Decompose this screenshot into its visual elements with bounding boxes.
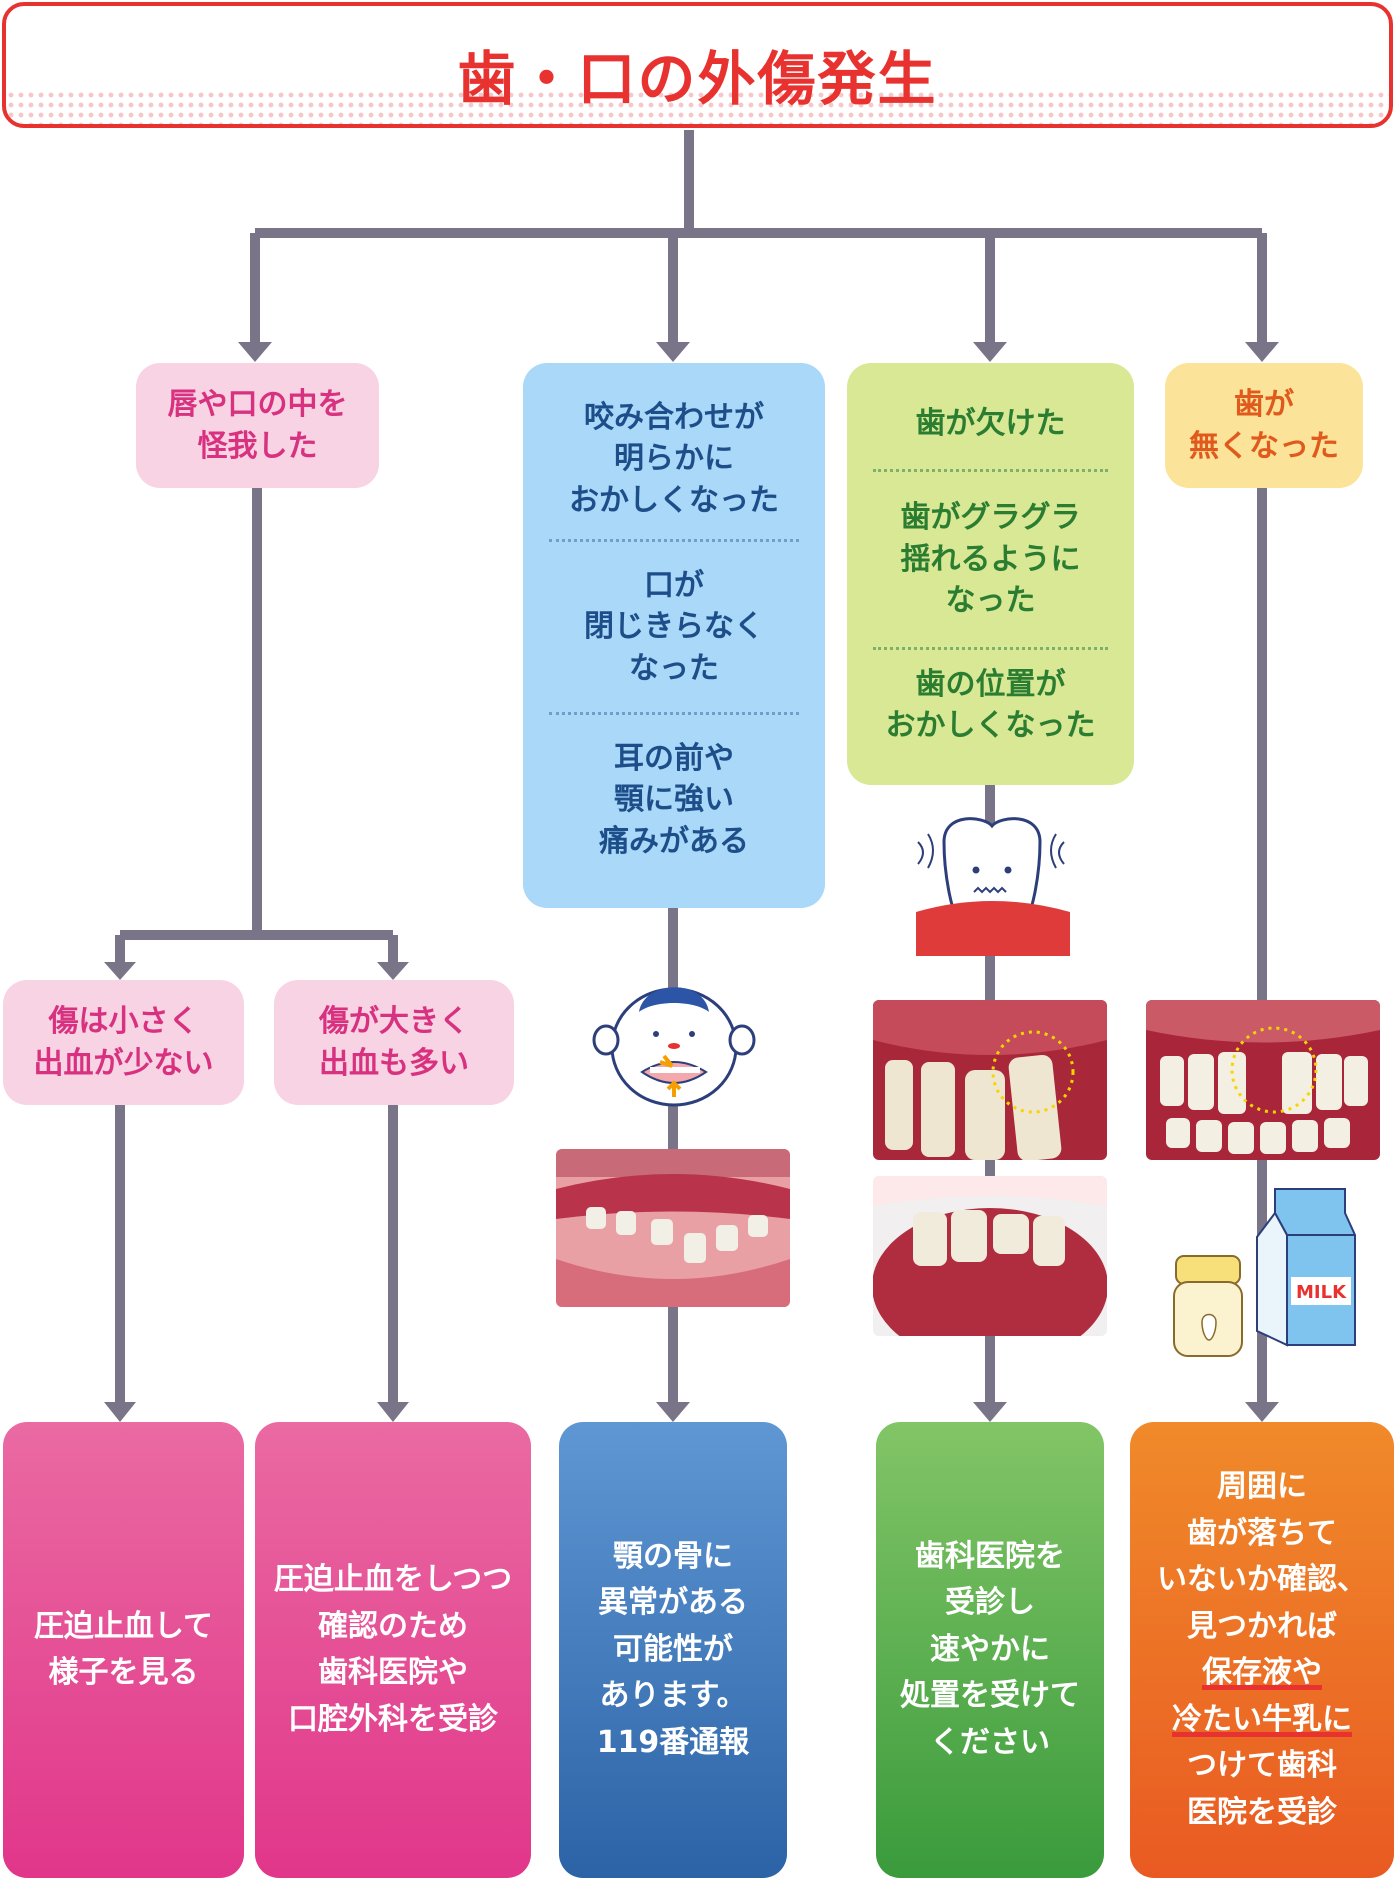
page-title: 歯・口の外傷発生 bbox=[457, 45, 938, 113]
milk-carton-icon: MILK bbox=[1256, 1188, 1356, 1347]
result-find-tooth-line: 医院を受診 bbox=[1187, 1794, 1337, 1830]
arrowhead-bite bbox=[656, 342, 690, 362]
node-lip-injury: 唇や口の中を 怪我した bbox=[136, 363, 379, 488]
result-call-119: 顎の骨に 異常がある 可能性が あります。 119番通報 bbox=[559, 1422, 787, 1878]
result-find-tooth-line: つけて歯科 bbox=[1187, 1748, 1337, 1783]
arrowhead-r5 bbox=[1245, 1402, 1279, 1422]
result-visit-clinic: 圧迫止血をしつつ 確認のため 歯科医院や 口腔外科を受診 bbox=[255, 1422, 531, 1878]
node-small-wound-label: 傷は小さく 出血が少ない bbox=[33, 1004, 214, 1081]
result-find-tooth-highlight: 冷たい牛乳に bbox=[1172, 1701, 1352, 1737]
chipped-item-3: 歯の位置が おかしくなった bbox=[885, 666, 1096, 743]
node-tooth-lost: 歯が 無くなった bbox=[1165, 363, 1363, 488]
photo-loose-tooth bbox=[873, 1000, 1107, 1160]
divider bbox=[549, 539, 799, 542]
result-observe-text: 圧迫止血して 様子を見る bbox=[33, 1608, 214, 1691]
divider bbox=[873, 469, 1108, 472]
node-lip-injury-label: 唇や口の中を 怪我した bbox=[167, 387, 348, 464]
arrowhead-small bbox=[104, 962, 136, 980]
crying-face-icon bbox=[592, 987, 756, 1107]
result-dental-treatment-text: 歯科医院を 受診し 速やかに 処置を受けて ください bbox=[900, 1538, 1080, 1760]
photo-misaligned-bite bbox=[556, 1149, 790, 1307]
result-dental-treatment: 歯科医院を 受診し 速やかに 処置を受けて ください bbox=[876, 1422, 1104, 1878]
divider bbox=[873, 647, 1108, 650]
arrowhead-r1 bbox=[104, 1402, 136, 1422]
node-tooth-damage: 歯が欠けた 歯がグラグラ 揺れるように なった 歯の位置が おかしくなった bbox=[847, 363, 1134, 785]
result-find-tooth-line: 周囲に bbox=[1217, 1469, 1307, 1504]
node-small-wound: 傷は小さく 出血が少ない bbox=[3, 980, 244, 1105]
node-tooth-lost-label: 歯が 無くなった bbox=[1189, 387, 1339, 464]
result-call-119-text: 顎の骨に 異常がある 可能性が あります。 119番通報 bbox=[596, 1538, 750, 1760]
result-find-tooth: 周囲に 歯が落ちて いないか確認、 見つかれば 保存液や 冷たい牛乳に つけて歯… bbox=[1130, 1422, 1394, 1878]
chipped-item-2: 歯がグラグラ 揺れるように なった bbox=[900, 500, 1081, 619]
node-large-wound-label: 傷が大きく 出血も多い bbox=[319, 1004, 469, 1081]
result-observe: 圧迫止血して 様子を見る bbox=[3, 1422, 244, 1878]
node-bite-abnormal: 咬み合わせが 明らかに おかしくなった 口が 閉じきらなく なった 耳の前や 顎… bbox=[523, 363, 825, 908]
title-dot-pattern bbox=[6, 90, 1389, 124]
title-banner: 歯・口の外傷発生 bbox=[2, 2, 1393, 128]
bite-item-3: 耳の前や 顎に強い 痛みがある bbox=[599, 740, 749, 859]
arrowhead-lip bbox=[238, 342, 272, 362]
arrowhead-r3 bbox=[656, 1402, 690, 1422]
wobbly-tooth-icon bbox=[916, 817, 1070, 956]
bite-item-1: 咬み合わせが 明らかに おかしくなった bbox=[569, 399, 779, 518]
result-find-tooth-line: いないか確認、 bbox=[1157, 1562, 1367, 1597]
arrowhead-r4 bbox=[973, 1402, 1007, 1422]
storage-jar-icon bbox=[1173, 1255, 1243, 1357]
bite-item-2: 口が 閉じきらなく なった bbox=[584, 567, 764, 686]
result-find-tooth-highlight: 保存液や bbox=[1202, 1655, 1322, 1690]
result-find-tooth-line: 見つかれば bbox=[1187, 1608, 1337, 1644]
chipped-item-1: 歯が欠けた bbox=[915, 406, 1066, 442]
arrowhead-lost bbox=[1245, 342, 1279, 362]
arrowhead-large bbox=[377, 962, 409, 980]
result-visit-clinic-text: 圧迫止血をしつつ 確認のため 歯科医院や 口腔外科を受診 bbox=[273, 1562, 513, 1737]
arrowhead-r2 bbox=[377, 1402, 409, 1422]
node-large-wound: 傷が大きく 出血も多い bbox=[274, 980, 514, 1105]
arrowhead-chipped bbox=[973, 342, 1007, 362]
milk-label: MILK bbox=[1296, 1282, 1347, 1303]
photo-missing-tooth bbox=[1146, 1000, 1380, 1160]
divider bbox=[549, 712, 799, 715]
result-find-tooth-line: 歯が落ちて bbox=[1187, 1515, 1337, 1551]
photo-chipped-tooth bbox=[873, 1176, 1107, 1336]
